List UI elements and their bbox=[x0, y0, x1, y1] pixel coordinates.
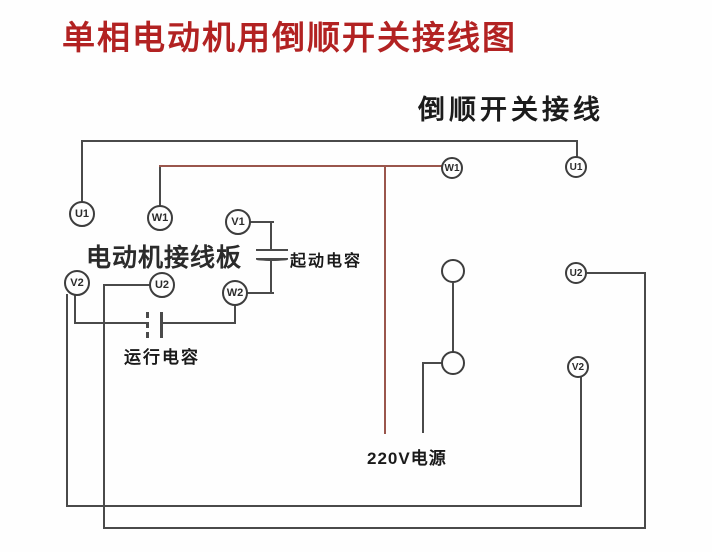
switch-terminal-U1-label: U1 bbox=[569, 161, 583, 173]
wire-knob-arm bbox=[423, 362, 443, 364]
wire-startcap-riser-bottom bbox=[270, 261, 272, 294]
motor-terminal-W2-label: W2 bbox=[226, 287, 244, 299]
wire-u1-switch-drop bbox=[576, 140, 578, 158]
wire-w2-drop bbox=[234, 304, 236, 324]
wire-bottom-bus-v2 bbox=[66, 505, 582, 507]
runcap-plate-left bbox=[146, 312, 149, 338]
motor-terminal-U1-label: U1 bbox=[74, 208, 90, 220]
run-capacitor-label: 运行电容 bbox=[124, 348, 200, 367]
switch-section-title: 倒顺开关接线 bbox=[418, 95, 604, 125]
wire-v2-motor-short-drop bbox=[74, 294, 76, 324]
wire-runcap-left bbox=[74, 322, 148, 324]
wire-u1-top-bus bbox=[81, 140, 578, 142]
switch-terminal-W1-label: W1 bbox=[444, 162, 460, 174]
switch-contact-lower bbox=[441, 351, 465, 375]
wire-knob-connector bbox=[452, 283, 454, 352]
wire-v1-arm bbox=[250, 221, 274, 223]
motor-terminal-W2: W2 bbox=[222, 280, 248, 306]
motor-terminal-U1: U1 bbox=[69, 201, 95, 227]
motor-terminal-V1: V1 bbox=[225, 209, 251, 235]
wire-v2-motor-long-drop bbox=[66, 294, 68, 507]
switch-terminal-V2: V2 bbox=[567, 356, 589, 378]
wire-power-left-drop-live bbox=[384, 165, 386, 434]
switch-contact-upper bbox=[441, 259, 465, 283]
wire-startcap-riser-top bbox=[270, 221, 272, 250]
wire-u1-motor-riser bbox=[81, 141, 83, 203]
start-capacitor-label: 起动电容 bbox=[290, 253, 363, 270]
wire-runcap-right bbox=[163, 322, 236, 324]
motor-terminal-V1-label: V1 bbox=[231, 216, 245, 228]
wire-v2-switch-drop bbox=[580, 377, 582, 507]
switch-terminal-U2-label: U2 bbox=[569, 267, 583, 279]
wire-power-right-drop bbox=[422, 362, 424, 433]
switch-terminal-V2-label: V2 bbox=[571, 361, 585, 373]
wire-u2-motor-long-drop bbox=[103, 284, 105, 529]
page-title: 单相电动机用倒顺开关接线图 bbox=[62, 19, 517, 56]
motor-terminal-U2: U2 bbox=[149, 272, 175, 298]
motor-terminal-W1-label: W1 bbox=[151, 212, 169, 224]
switch-terminal-U1: U1 bbox=[565, 156, 587, 178]
startcap-plate-top bbox=[256, 249, 288, 251]
motor-terminal-U2-label: U2 bbox=[154, 279, 170, 291]
motor-terminal-V2-label: V2 bbox=[70, 277, 84, 289]
wire-w2-arm bbox=[246, 292, 274, 294]
wire-bottom-bus-u2 bbox=[103, 527, 646, 529]
wire-w1-bus-live bbox=[159, 165, 443, 167]
wire-u2-switch-riser bbox=[644, 272, 646, 529]
wire-u2-motor-arm bbox=[103, 284, 151, 286]
motor-terminal-W1: W1 bbox=[147, 205, 173, 231]
switch-terminal-W1: W1 bbox=[441, 157, 463, 179]
wire-u2-switch-arm bbox=[587, 272, 646, 274]
motor-terminal-V2: V2 bbox=[64, 270, 90, 296]
wire-w1-motor-riser bbox=[159, 166, 161, 207]
power-source-label: 220V电源 bbox=[367, 449, 447, 468]
motor-board-label: 电动机接线板 bbox=[86, 244, 243, 272]
runcap-plate-right bbox=[160, 312, 163, 338]
switch-terminal-U2: U2 bbox=[565, 262, 587, 284]
startcap-plate-bottom bbox=[256, 258, 288, 261]
